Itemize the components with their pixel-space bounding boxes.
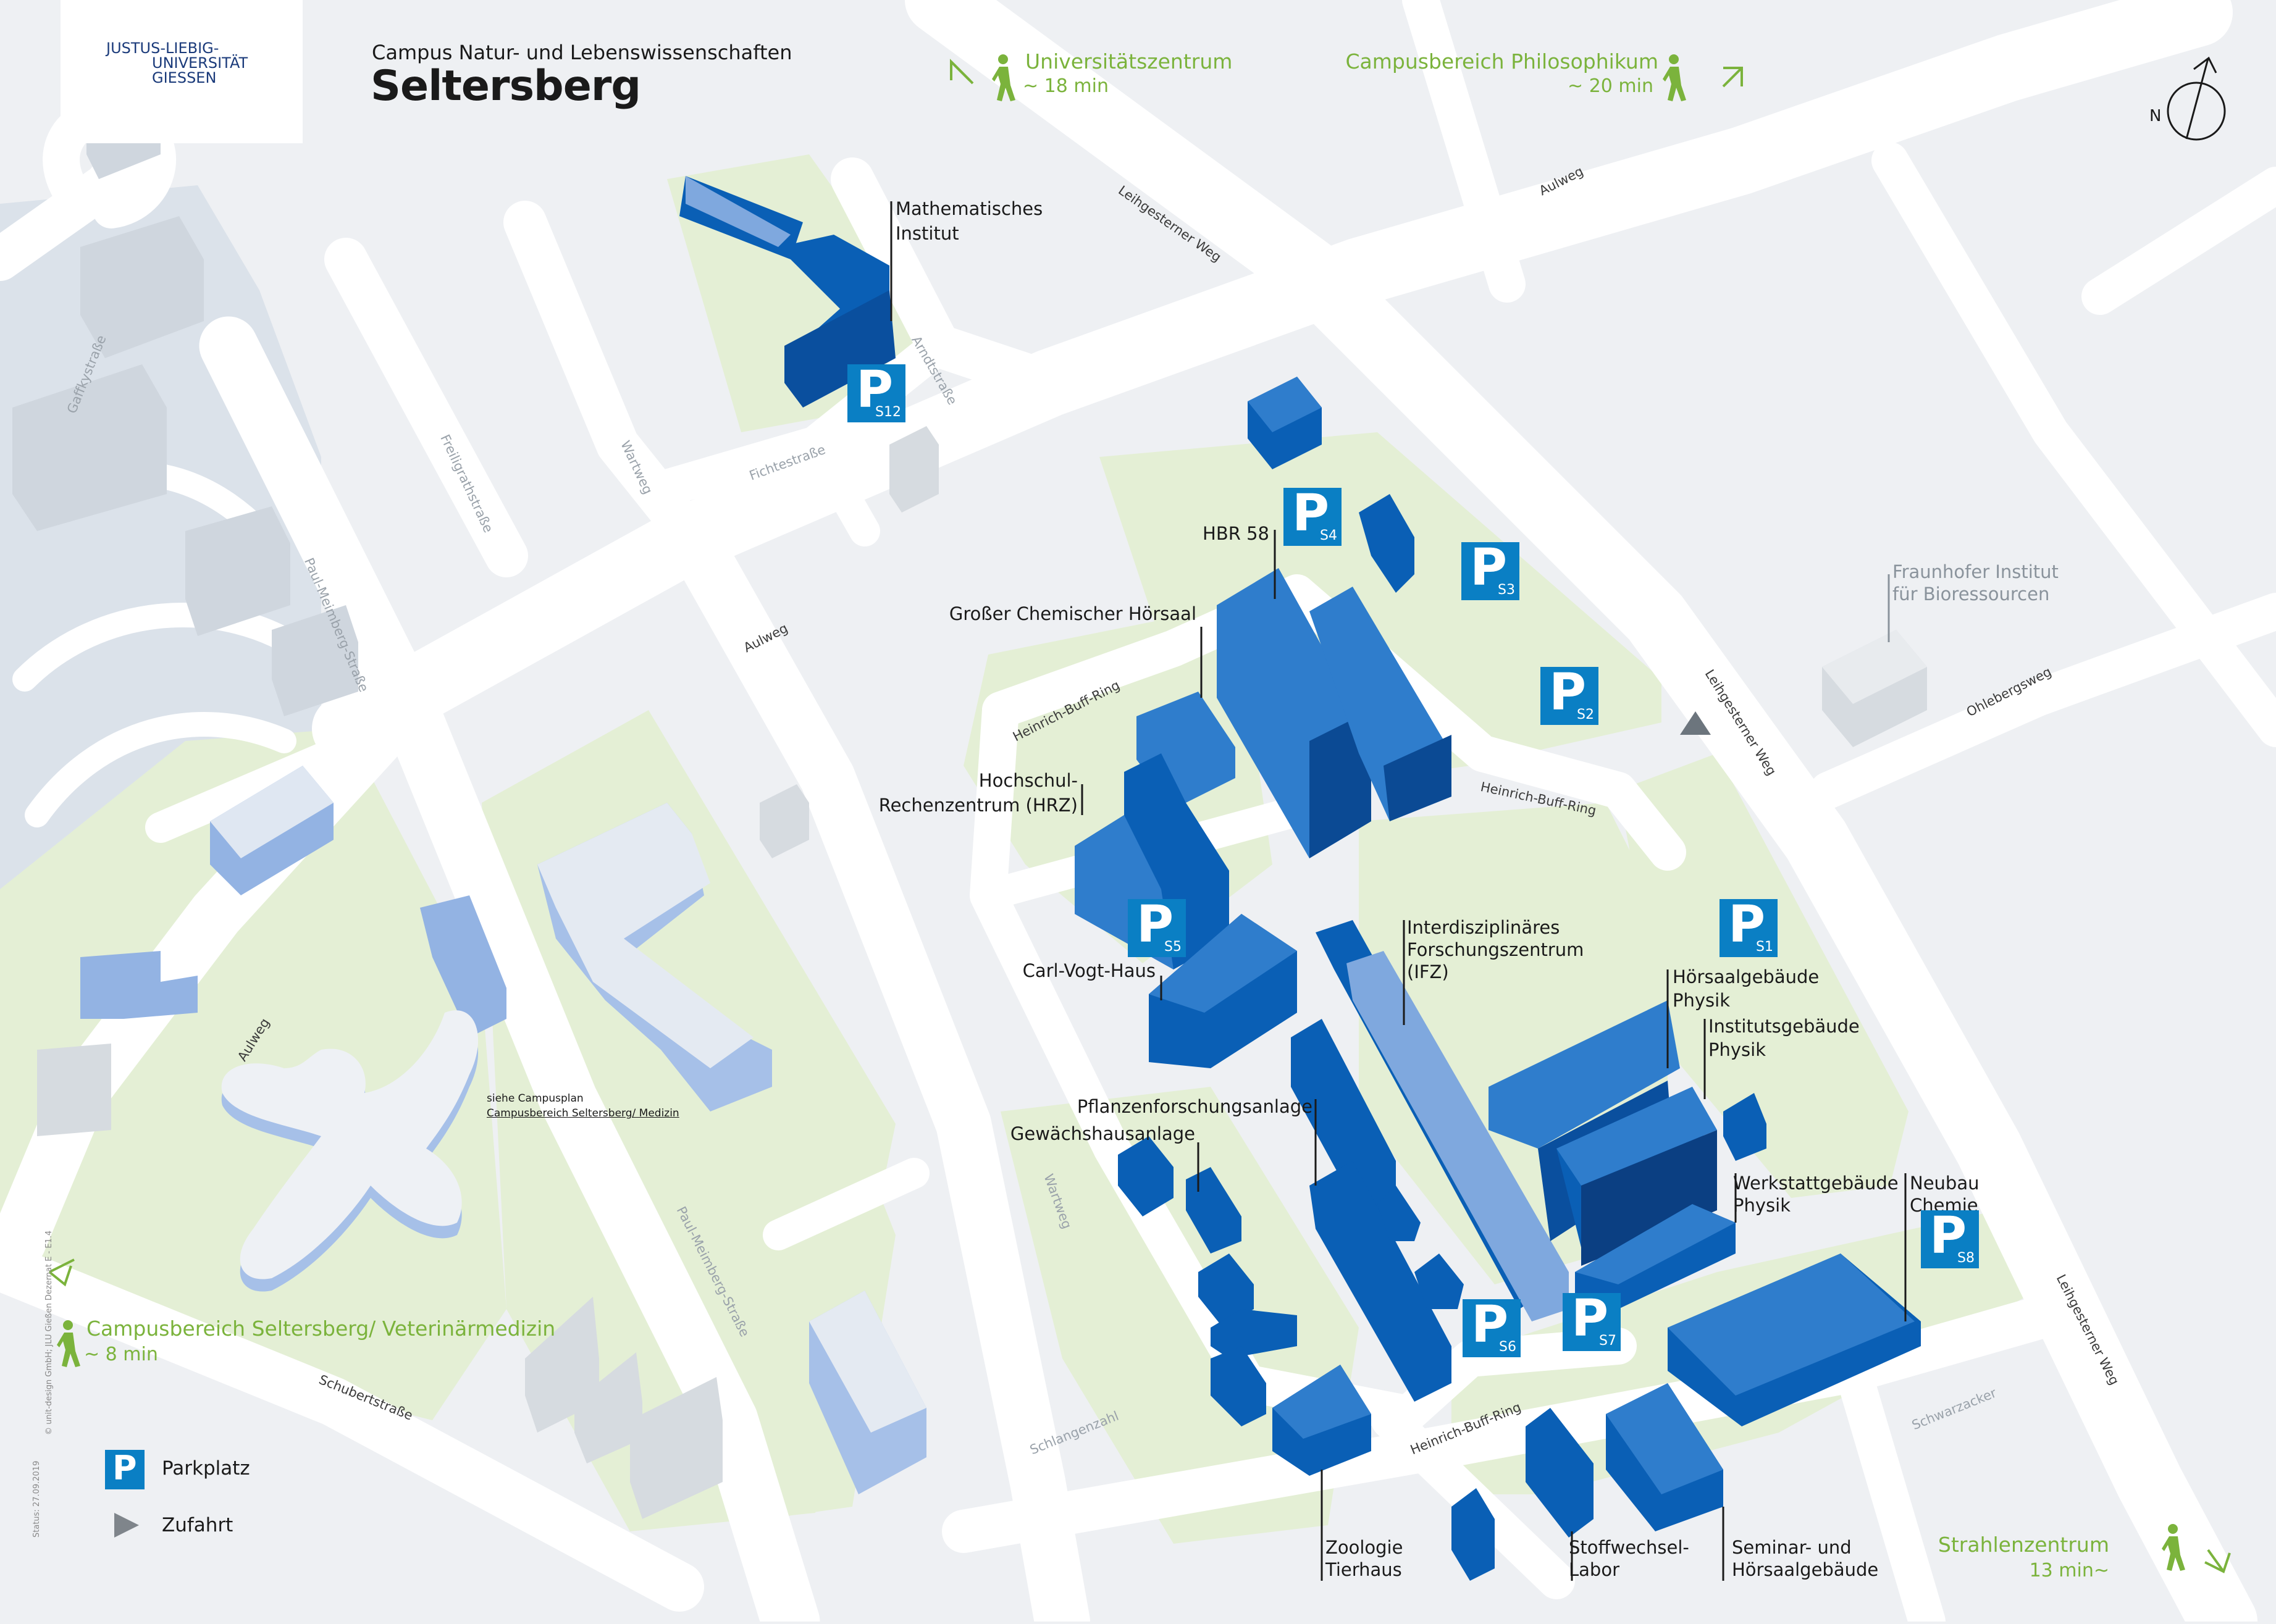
legend-access-label: Zufahrt — [162, 1514, 233, 1536]
label-math-2: Institut — [896, 223, 959, 244]
label-seminar-2: Hörsaalgebäude — [1732, 1559, 1879, 1580]
dir-univ-time: ~ 18 min — [1023, 75, 1109, 97]
dir-strahl-name: Strahlenzentrum — [1938, 1533, 2109, 1557]
dir-strahl-time: 13 min~ — [2029, 1560, 2109, 1581]
logo-box: JUSTUS-LIEBIG- UNIVERSITÄT GIESSEN — [61, 0, 303, 143]
dir-vet-time: ~ 8 min — [84, 1344, 158, 1365]
label-ifz-3: (IFZ) — [1407, 961, 1449, 982]
label-gewaechs: Gewächshausanlage — [1010, 1123, 1195, 1144]
access-arrow-icon — [1680, 711, 1711, 735]
label-werkstatt-2: Physik — [1733, 1195, 1791, 1216]
label-hbr58: HBR 58 — [1203, 523, 1269, 544]
context-buildings — [12, 99, 1927, 1519]
compass-icon — [2167, 56, 2226, 141]
compass-label: N — [2149, 107, 2162, 125]
dir-philo-time: ~ 20 min — [1568, 75, 1653, 97]
label-hoersaal-chem: Großer Chemischer Hörsaal — [949, 603, 1196, 624]
copyright-note: © unit-design GmbH; JLU Gießen Dezernat … — [44, 1230, 54, 1435]
label-seminar-1: Seminar- und — [1732, 1537, 1852, 1558]
legend-access-arrow-icon — [114, 1513, 139, 1538]
dir-univ-name: Universitätszentrum — [1025, 49, 1233, 73]
campus-buildings — [679, 176, 1921, 1581]
page-subtitle: Campus Natur- und Lebenswissenschaften — [372, 41, 792, 64]
label-stoffwechsel-1: Stoffwechsel- — [1569, 1537, 1689, 1558]
label-zoologie-2: Tierhaus — [1325, 1559, 1402, 1580]
leader-lines — [890, 201, 1907, 1581]
legend-parking-label: Parkplatz — [162, 1457, 250, 1480]
label-werkstatt-1: Werkstattgebäude — [1733, 1173, 1899, 1194]
label-ifz-2: Forschungszentrum — [1407, 939, 1584, 960]
label-siehe-2[interactable]: Campusbereich Seltersberg/ Medizin — [487, 1107, 679, 1120]
label-neubau-1: Neubau — [1910, 1173, 1980, 1194]
label-vogt: Carl-Vogt-Haus — [1022, 960, 1156, 981]
label-zoologie-1: Zoologie — [1325, 1537, 1403, 1558]
label-fraunhofer-1: Fraunhofer Institut — [1892, 561, 2059, 582]
label-hrz-2: Rechenzentrum (HRZ) — [878, 795, 1078, 816]
page-title: Seltersberg — [371, 62, 641, 111]
university-name-1: JUSTUS-LIEBIG- — [106, 40, 219, 57]
label-stoffwechsel-2: Labor — [1569, 1559, 1620, 1580]
label-hoer-phys-1: Hörsaalgebäude — [1673, 966, 1820, 987]
dir-vet-name: Campusbereich Seltersberg/ Veterinärmedi… — [86, 1316, 556, 1341]
label-hoer-phys-2: Physik — [1673, 990, 1730, 1011]
label-fraunhofer-2: für Bioressourcen — [1892, 584, 2050, 605]
label-hrz-1: Hochschul- — [978, 770, 1078, 791]
medicine-buildings — [80, 766, 926, 1494]
pedestrian-icons — [57, 54, 2185, 1571]
label-pflanzen: Pflanzenforschungsanlage — [1077, 1096, 1312, 1117]
label-siehe-1: siehe Campusplan — [487, 1092, 584, 1105]
university-name-3: GIESSEN — [152, 69, 217, 86]
legend-parking-icon: P — [105, 1449, 145, 1489]
label-inst-phys-1: Institutsgebäude — [1708, 1016, 1860, 1037]
university-name-2: UNIVERSITÄT — [152, 54, 248, 72]
dir-philo-name: Campusbereich Philosophikum — [1345, 49, 1659, 73]
label-ifz-1: Interdisziplinäres — [1407, 917, 1560, 938]
label-math-1: Mathematisches — [896, 198, 1043, 219]
direction-arrows — [48, 59, 2231, 1573]
label-inst-phys-2: Physik — [1708, 1039, 1766, 1060]
status-note: Status: 27.09.2019 — [32, 1460, 41, 1538]
